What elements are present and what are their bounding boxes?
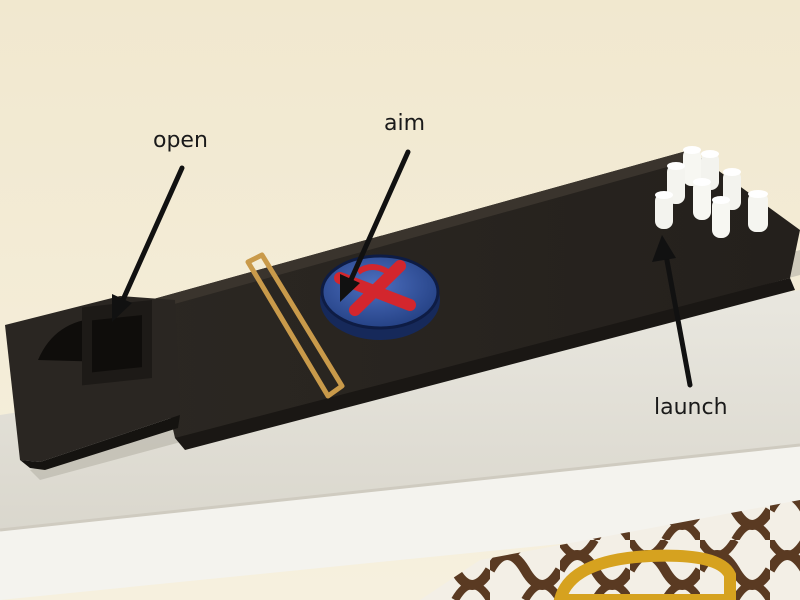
drawer-front: [420, 500, 800, 600]
pin-group: [655, 146, 768, 238]
table-edge: [0, 445, 800, 600]
bottle-cap: [320, 254, 440, 340]
arrow-open: [112, 165, 185, 322]
pin: [712, 196, 730, 238]
annotation-open: open: [153, 128, 208, 153]
pin: [655, 191, 673, 229]
annotation-launch: launch: [654, 395, 728, 420]
pin: [748, 190, 768, 232]
annotation-aim: aim: [384, 111, 426, 136]
arrow-launch: [652, 235, 693, 388]
rubber-band: [245, 252, 345, 399]
pin: [683, 146, 701, 186]
pin: [693, 178, 711, 220]
drawer-handle: [553, 549, 736, 600]
arrow-aim: [340, 149, 411, 302]
